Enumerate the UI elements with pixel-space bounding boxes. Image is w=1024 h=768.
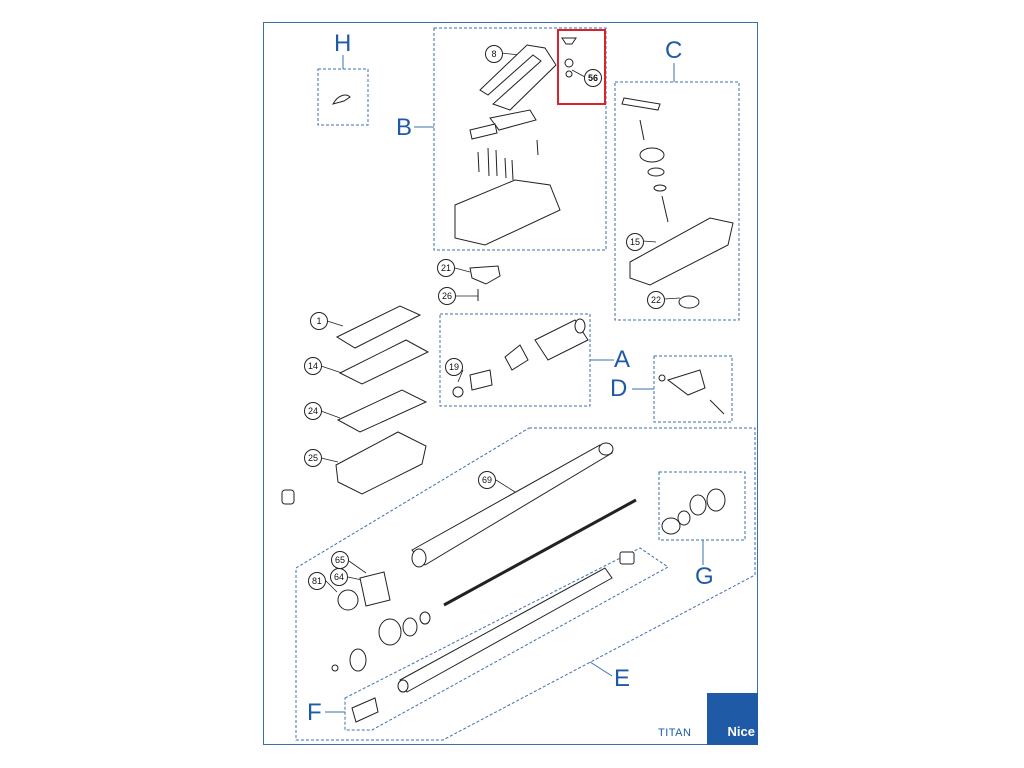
callout-part-65[interactable]: 65 [331,551,349,569]
callout-part-56[interactable]: 56 [584,69,602,87]
part-coupling [619,551,635,565]
part-base-b [454,179,561,246]
part-gasket-14 [338,339,430,385]
callout-part-19[interactable]: 19 [445,358,463,376]
group-label-e[interactable]: E [614,665,631,692]
part-bracket-d [666,369,706,396]
part-encoder [504,344,529,371]
group-label-g[interactable]: G [695,563,714,590]
brand-logo-block: Nice [707,693,758,745]
part-flange-g [706,488,726,512]
group-label-a[interactable]: A [614,346,631,373]
group-label-f[interactable]: F [307,699,322,726]
part-clip-21 [469,265,501,285]
group-c-box [614,81,740,321]
callout-part-64[interactable]: 64 [330,568,348,586]
part-bracket-65 [359,571,391,607]
callout-part-24[interactable]: 24 [304,402,322,420]
part-plug [281,489,295,505]
part-tube-e [399,567,613,693]
model-name: TITAN [658,727,692,739]
callout-part-8[interactable]: 8 [485,45,503,63]
callout-part-26[interactable]: 26 [438,287,456,305]
part-gear-19 [452,386,464,398]
callout-part-14[interactable]: 14 [304,357,322,375]
part-gear-c [639,147,665,163]
part-ring-81 [337,589,359,611]
part-cap-56 [561,37,577,45]
group-e-outline [295,427,756,741]
callout-part-22[interactable]: 22 [647,291,665,309]
part-tube-69 [411,444,613,566]
group-label-h[interactable]: H [334,30,352,57]
part-terminal [469,123,498,140]
part-pin-h [331,94,351,105]
group-f-outline [344,547,669,731]
callout-part-69[interactable]: 69 [478,471,496,489]
part-gasket-24 [336,389,428,433]
highlight-frame-part-56 [557,29,606,105]
part-cover-1 [335,305,422,349]
callout-part-1[interactable]: 1 [310,312,328,330]
part-screw-shaft [443,498,637,607]
callout-part-21[interactable]: 21 [437,259,455,277]
part-end-f [351,697,379,723]
part-box-25 [335,431,427,495]
brand-logo: Nice [727,724,755,739]
group-label-d[interactable]: D [610,375,628,402]
group-b-box [433,27,607,251]
part-housing-15 [629,217,734,286]
callout-part-81[interactable]: 81 [308,572,326,590]
callout-part-15[interactable]: 15 [626,233,644,251]
group-g-box [658,471,746,541]
part-bracket-c [621,97,661,111]
part-screws-b [477,139,539,181]
group-label-b[interactable]: B [396,114,413,141]
part-ring-22 [678,295,700,309]
part-bracket-b [489,109,537,131]
part-cover-arm-8 [479,44,557,111]
part-motor [534,319,589,361]
part-gear-f [349,648,367,672]
group-label-c[interactable]: C [665,37,683,64]
part-knob-56 [564,58,574,68]
callout-part-25[interactable]: 25 [304,449,322,467]
